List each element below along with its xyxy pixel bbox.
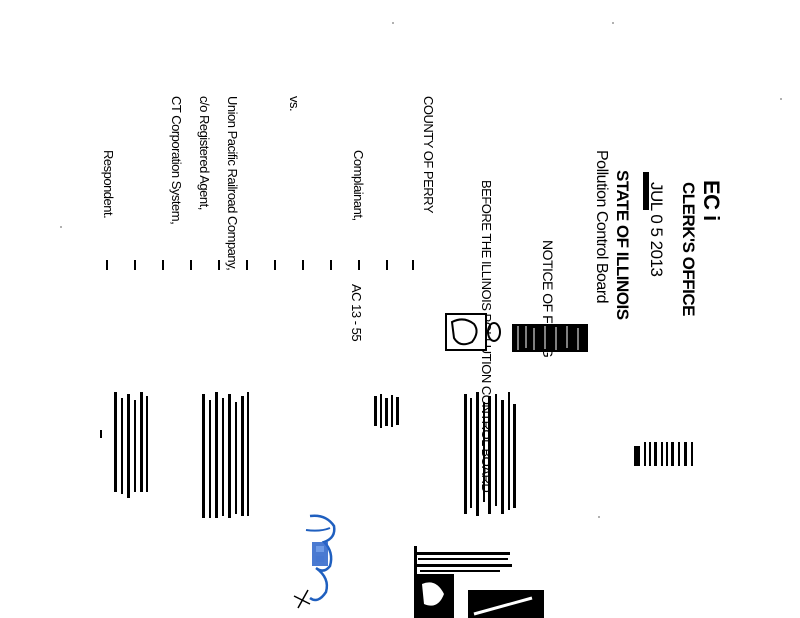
redacted-block-respondent <box>202 392 249 518</box>
complainant-name: COUNTY OF PERRY <box>421 96 436 213</box>
complainant-role: Complainant, <box>351 150 366 221</box>
stamp-bar <box>643 172 649 210</box>
respondent-line3: CT Corporation System, <box>169 96 184 225</box>
handwritten-signature-icon <box>293 514 336 609</box>
respondent-line1: Union Pacific Railroad Company, <box>225 96 240 271</box>
signature-logo-icon <box>414 574 544 618</box>
stamp-board: Pollution Control Board <box>593 150 610 304</box>
vs-label: vs. <box>287 96 302 112</box>
redacted-block-agent <box>114 392 148 498</box>
signature-redaction <box>414 546 512 574</box>
stamp-date: JUL 0 5 2013 <box>647 182 666 277</box>
stamp-state: STATE OF ILLINOIS <box>613 170 632 320</box>
barcode-stamp <box>634 442 693 466</box>
redacted-block-header <box>512 324 588 352</box>
case-number: AC 13 - 55 <box>349 284 364 342</box>
stamp-title: EC i <box>699 180 724 221</box>
seal-icon <box>445 313 501 351</box>
redacted-block-address <box>464 392 516 516</box>
respondent-line2: c/o Registered Agent, <box>197 96 212 210</box>
stamp-office: CLERK'S OFFICE <box>679 182 698 316</box>
respondent-role: Respondent. <box>101 150 116 219</box>
marker-bar <box>100 430 102 438</box>
redacted-block-case <box>374 394 399 428</box>
